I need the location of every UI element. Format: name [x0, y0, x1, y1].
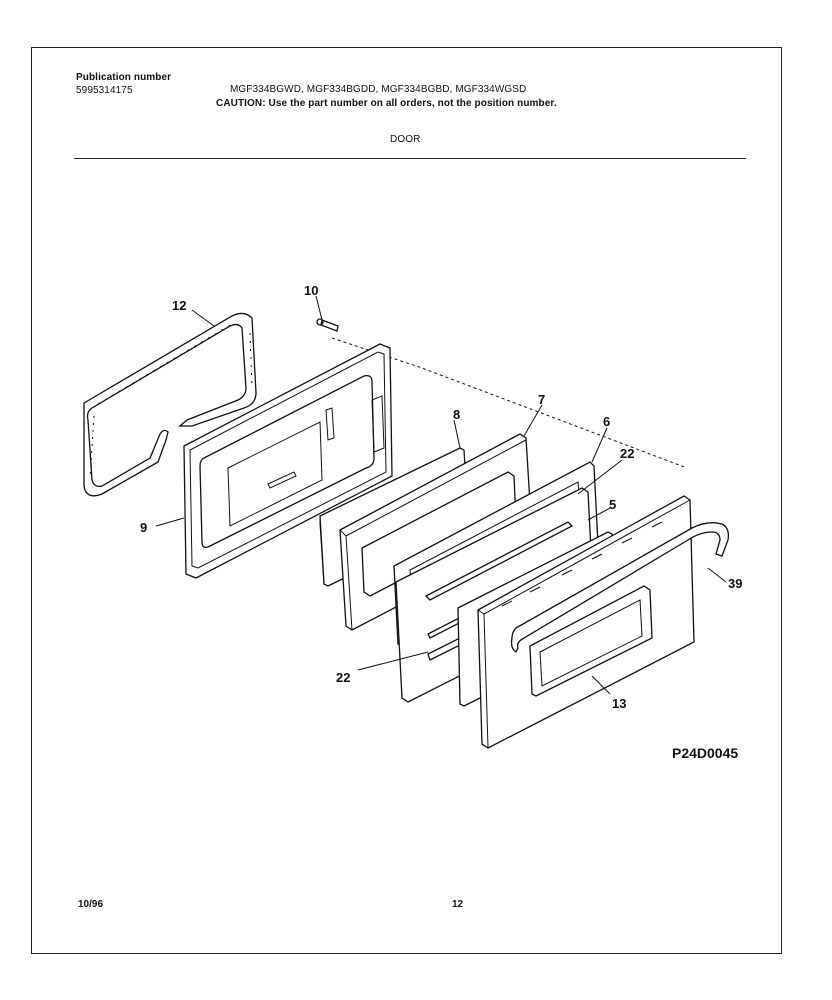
callout-13: 13	[612, 696, 626, 711]
part-12-gasket	[83, 312, 257, 497]
leader-6	[591, 427, 608, 463]
callout-7: 7	[538, 392, 545, 407]
leader-22b	[357, 651, 429, 671]
door-exploded-diagram: 12 10 8 7 6 22 5 9 39 22 13	[83, 283, 742, 749]
callout-10: 10	[304, 283, 318, 298]
leader-13	[591, 675, 611, 695]
callout-6: 6	[603, 414, 610, 429]
leader-7	[523, 404, 543, 437]
leader-12	[191, 309, 215, 327]
leader-10	[315, 295, 323, 321]
callout-22-upper: 22	[620, 446, 634, 461]
section-title: DOOR	[390, 134, 421, 145]
callout-9: 9	[140, 520, 147, 535]
part-10-screw	[316, 318, 339, 332]
callout-8: 8	[453, 407, 460, 422]
page-number: 12	[452, 899, 464, 910]
figure-id: P24D0045	[672, 745, 739, 761]
leader-8	[453, 419, 461, 449]
parts-page: Publication number 5995314175 MGF334BGWD…	[31, 47, 782, 954]
callout-5: 5	[609, 497, 616, 512]
callout-12: 12	[172, 298, 186, 313]
publication-number: 5995314175	[76, 85, 133, 96]
alignment-line	[331, 337, 688, 469]
leader-22a	[577, 459, 623, 495]
caution-note: CAUTION: Use the part number on all orde…	[216, 98, 557, 109]
callout-22-lower: 22	[336, 670, 350, 685]
leader-39	[707, 567, 727, 583]
leader-5	[587, 507, 611, 521]
footer-date: 10/96	[78, 899, 104, 910]
leader-9	[155, 517, 185, 527]
publication-label: Publication number	[76, 72, 172, 83]
part-9-door-liner	[183, 343, 393, 579]
callout-39: 39	[728, 576, 742, 591]
model-list: MGF334BGWD, MGF334BGDD, MGF334BGBD, MGF3…	[230, 84, 527, 95]
header-rule	[74, 158, 746, 159]
part-39-handle	[510, 522, 730, 653]
